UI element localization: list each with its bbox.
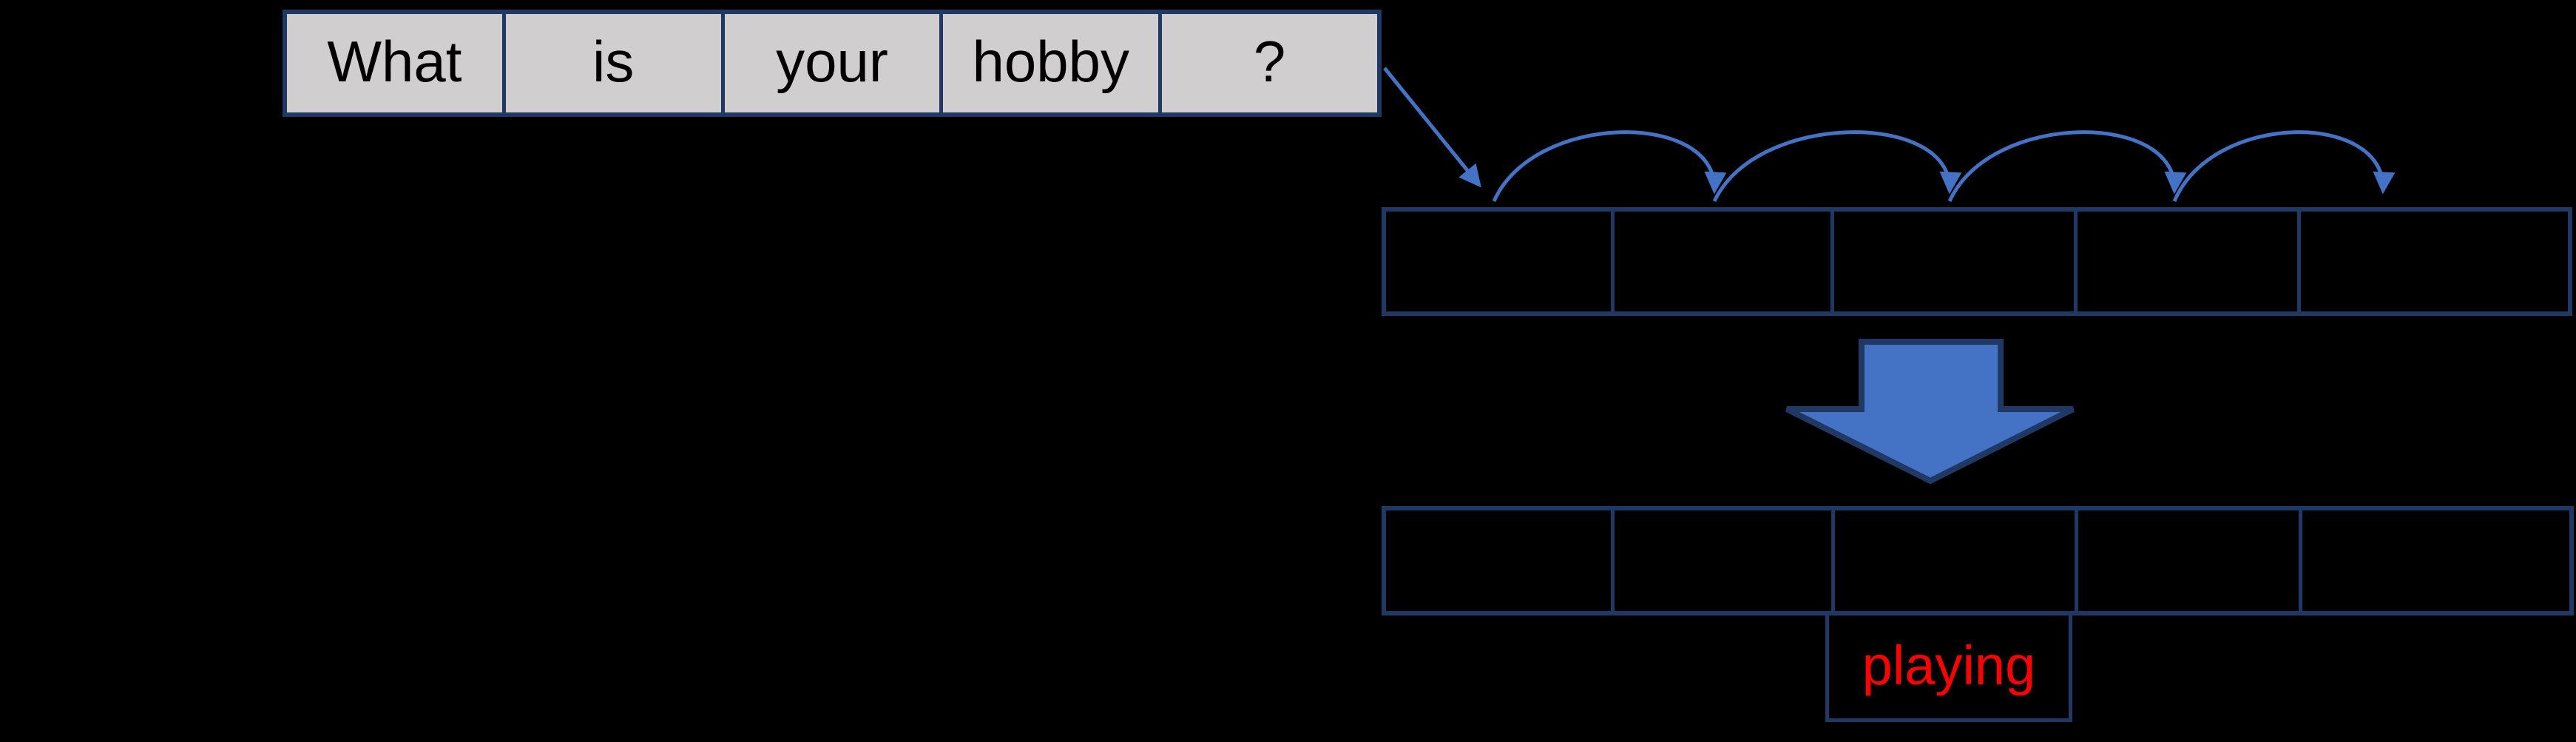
token-label: ? (1253, 28, 1286, 94)
prediction-box: playing (1825, 615, 2072, 722)
slot-cell (2075, 510, 2298, 611)
slot-cell (1610, 212, 1830, 311)
token-cell-questionmark: ? (1158, 14, 1377, 112)
arc-hop-arrow-icon-4 (2172, 130, 2396, 202)
arc-hop-arrow-icon-2 (1712, 130, 1962, 203)
sequence-slot-row-bottom (1382, 506, 2574, 615)
token-cell-what: What (287, 14, 502, 112)
token-cell-hobby: hobby (939, 14, 1159, 112)
block-down-arrow-icon (1785, 339, 2075, 485)
slot-cell (1830, 510, 2075, 611)
arc-hop-arrow-icon-3 (1947, 130, 2187, 203)
slot-cell (2298, 510, 2569, 611)
diagonal-arrow-icon (1383, 67, 1481, 188)
slot-cell (1830, 212, 2074, 311)
token-label: your (776, 28, 888, 94)
slot-cell (2297, 212, 2568, 311)
token-cell-is: is (501, 14, 721, 112)
token-label: is (592, 28, 635, 94)
token-cell-your: your (720, 14, 940, 112)
token-label: What (327, 28, 462, 94)
sequence-slot-row-top (1382, 207, 2572, 316)
input-sentence-row: What is your hobby ? (283, 10, 1382, 117)
arc-hop-arrow-icon-1 (1492, 130, 1727, 203)
slot-cell (1386, 510, 1611, 611)
token-label: hobby (972, 28, 1130, 94)
slot-cell (1386, 212, 1611, 311)
slot-cell (2074, 212, 2297, 311)
slot-cell (1611, 510, 1831, 611)
prediction-label: playing (1862, 634, 2036, 696)
